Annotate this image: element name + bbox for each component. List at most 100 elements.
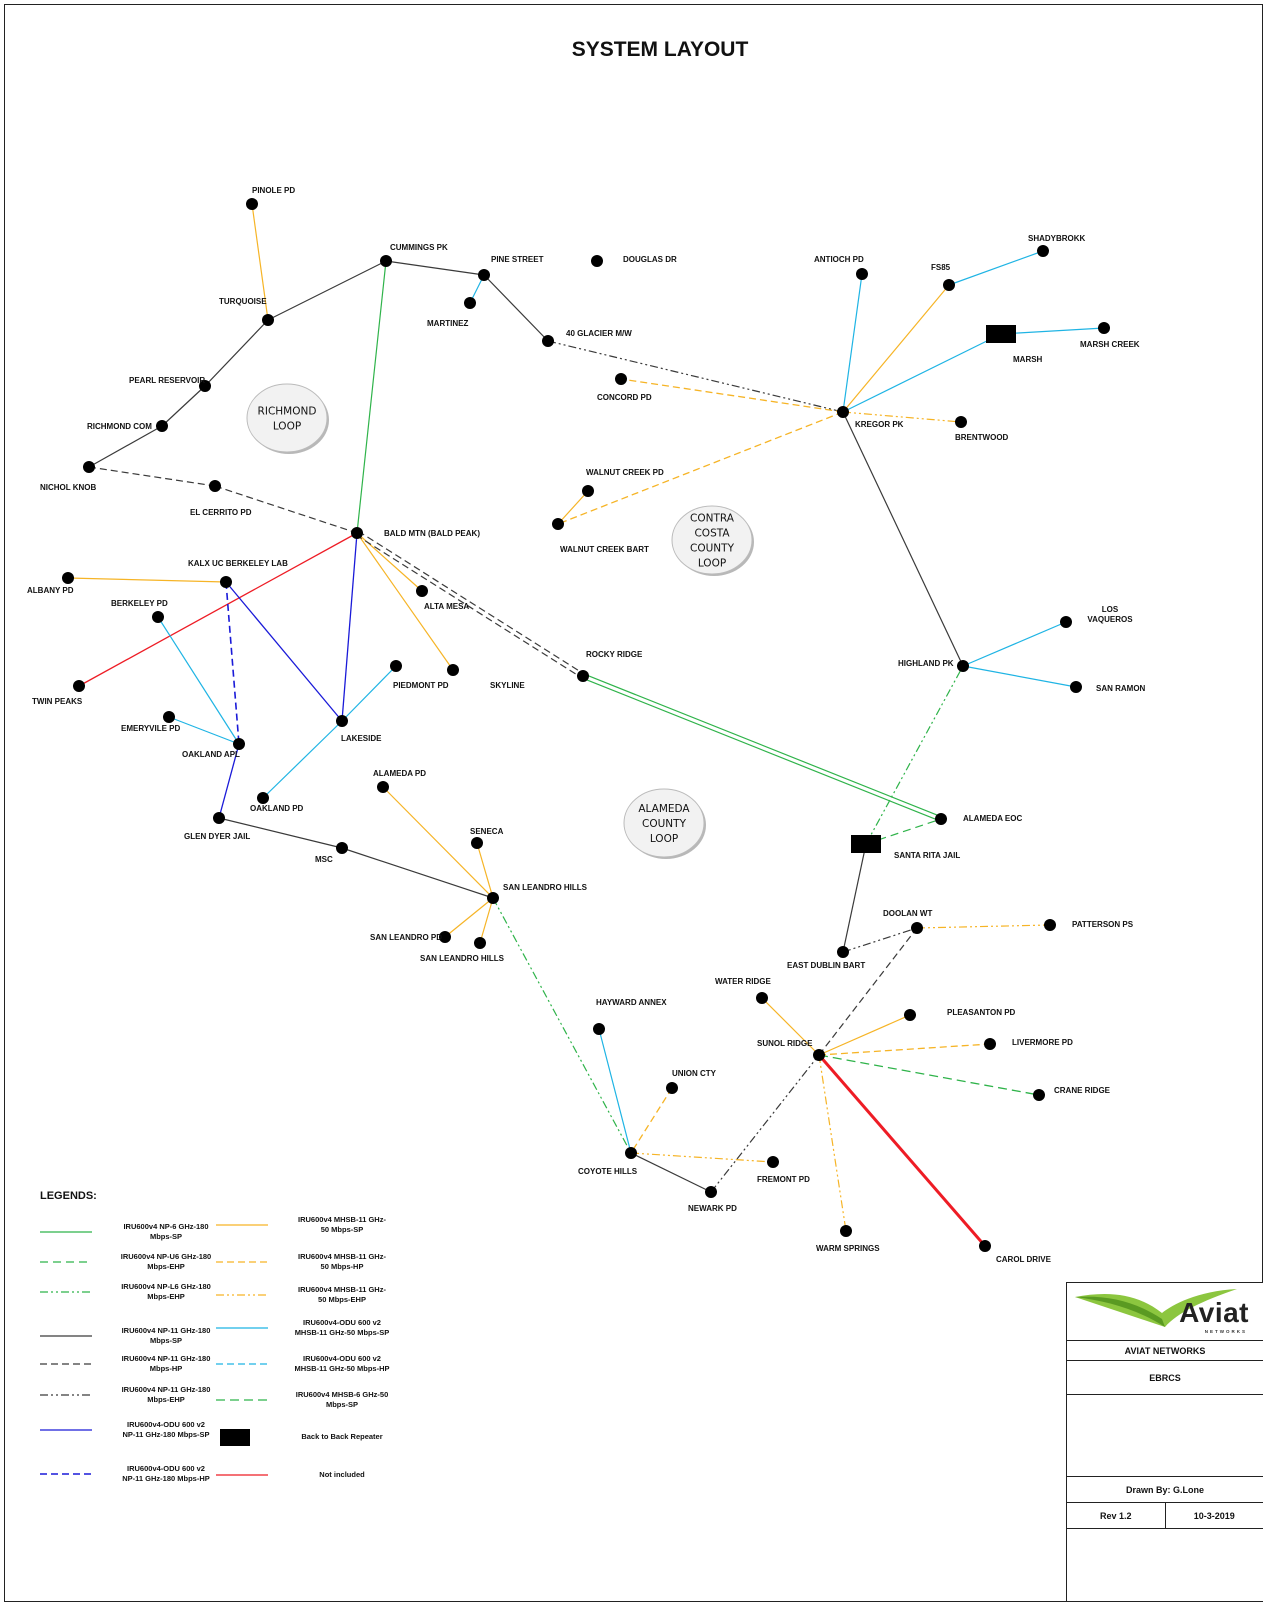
site-node-wcpd[interactable] xyxy=(582,485,594,497)
site-node-pearl[interactable] xyxy=(199,380,211,392)
link-slhills-slpd xyxy=(444,897,494,938)
site-node-craneridge[interactable] xyxy=(1033,1089,1045,1101)
site-node-lakeside[interactable] xyxy=(336,715,348,727)
link-fs85-shadybrokk xyxy=(948,250,1044,286)
site-node-kalx[interactable] xyxy=(220,576,232,588)
site-node-glacier[interactable] xyxy=(542,335,554,347)
site-node-marshcreek[interactable] xyxy=(1098,322,1110,334)
revision-cell: Rev 1.2 xyxy=(1099,1510,1132,1521)
legend-item-mhsb11_ehp: IRU600v4 MHSB-11 GHz-50 Mbps-EHP xyxy=(278,1281,406,1309)
site-node-oaklandapl[interactable] xyxy=(233,738,245,750)
legend-text: IRU600v4 MHSB-11 GHz-50 Mbps-SP xyxy=(298,1215,386,1234)
site-label-craneridge: CRANE RIDGE xyxy=(1054,1086,1111,1095)
site-node-patterson[interactable] xyxy=(1044,919,1056,931)
site-node-pinole[interactable] xyxy=(246,198,258,210)
site-label-slpd: SAN LEANDRO PD xyxy=(370,933,442,942)
site-node-slhills[interactable] xyxy=(487,892,499,904)
site-node-alamedapd[interactable] xyxy=(377,781,389,793)
site-label-antioch: ANTIOCH PD xyxy=(814,255,864,264)
site-node-altamesa[interactable] xyxy=(416,585,428,597)
site-node-msc[interactable] xyxy=(336,842,348,854)
site-node-fs85[interactable] xyxy=(943,279,955,291)
site-node-pine[interactable] xyxy=(478,269,490,281)
link-sunol-craneridge xyxy=(818,1054,1040,1096)
site-node-oaklandpd[interactable] xyxy=(257,792,269,804)
site-node-cummings[interactable] xyxy=(380,255,392,267)
site-node-caroldrive[interactable] xyxy=(979,1240,991,1252)
site-node-seneca[interactable] xyxy=(471,837,483,849)
site-label-highland: HIGHLAND PK xyxy=(898,659,954,668)
site-label-oaklandapl: OAKLAND APL xyxy=(182,750,240,759)
site-node-baldmtn[interactable] xyxy=(351,527,363,539)
site-node-martinez[interactable] xyxy=(464,297,476,309)
site-node-twinpeaks[interactable] xyxy=(73,680,85,692)
site-node-kregor[interactable] xyxy=(837,406,849,418)
site-node-skyline[interactable] xyxy=(447,664,459,676)
site-node-alamedaeoc[interactable] xyxy=(935,813,947,825)
site-node-antioch[interactable] xyxy=(856,268,868,280)
site-node-eastdublin[interactable] xyxy=(837,946,849,958)
site-node-brentwood[interactable] xyxy=(955,416,967,428)
site-node-shadybrokk[interactable] xyxy=(1037,245,1049,257)
site-node-douglas[interactable] xyxy=(591,255,603,267)
aviat-logo-icon xyxy=(1075,1289,1237,1327)
site-node-glendyer[interactable] xyxy=(213,812,225,824)
site-node-nichol[interactable] xyxy=(83,461,95,473)
site-node-doolan[interactable] xyxy=(911,922,923,934)
site-label-concord: CONCORD PD xyxy=(597,393,652,402)
loop-label-contra: CONTRA xyxy=(690,513,735,525)
site-node-losvaq[interactable] xyxy=(1060,616,1072,628)
link-coyote-newark xyxy=(630,1152,712,1193)
site-node-rockyridge[interactable] xyxy=(577,670,589,682)
site-node-concord[interactable] xyxy=(615,373,627,385)
site-node-emeryville[interactable] xyxy=(163,711,175,723)
link-highland-losvaq xyxy=(962,621,1067,667)
site-node-slhills2[interactable] xyxy=(474,937,486,949)
link-pinole-turquoise xyxy=(251,203,269,321)
legend-text: Not included xyxy=(319,1470,365,1479)
site-node-warmsprings[interactable] xyxy=(840,1225,852,1237)
legend-item-mhsb11_sp: IRU600v4 MHSB-11 GHz-50 Mbps-SP xyxy=(278,1211,406,1239)
site-node-elcerrito[interactable] xyxy=(209,480,221,492)
site-label-pleasanton: PLEASANTON PD xyxy=(947,1008,1016,1017)
site-label-unioncty: UNION CTY xyxy=(672,1069,717,1078)
site-node-wcbart[interactable] xyxy=(552,518,564,530)
link-eastdublin-doolan xyxy=(842,927,918,953)
loop-label-contra: COSTA xyxy=(694,528,730,540)
site-node-unioncty[interactable] xyxy=(666,1082,678,1094)
site-node-haywardannex[interactable] xyxy=(593,1023,605,1035)
site-node-pleasanton[interactable] xyxy=(904,1009,916,1021)
site-label-brentwood: BRENTWOOD xyxy=(955,433,1009,442)
site-node-sunol[interactable] xyxy=(813,1049,825,1061)
site-label-patterson: PATTERSON PS xyxy=(1072,920,1134,929)
site-label-santarita: SANTA RITA JAIL xyxy=(894,851,960,860)
link-kalx-lakeside xyxy=(225,581,343,722)
site-node-newark[interactable] xyxy=(705,1186,717,1198)
legend-text: IRU600v4 MHSB-11 GHz-50 Mbps-EHP xyxy=(298,1285,386,1304)
site-label-twinpeaks: TWIN PEAKS xyxy=(32,697,83,706)
site-node-sanramon[interactable] xyxy=(1070,681,1082,693)
site-node-waterridge[interactable] xyxy=(756,992,768,1004)
repeater-marsh[interactable] xyxy=(986,325,1016,343)
site-node-piedmont[interactable] xyxy=(390,660,402,672)
site-node-berkeley[interactable] xyxy=(152,611,164,623)
site-node-slpd[interactable] xyxy=(439,931,451,943)
site-node-turquoise[interactable] xyxy=(262,314,274,326)
site-node-albany[interactable] xyxy=(62,572,74,584)
site-node-richmondcom[interactable] xyxy=(156,420,168,432)
logo-subtext: NETWORKS xyxy=(1204,1329,1247,1334)
site-node-coyote[interactable] xyxy=(625,1147,637,1159)
site-label-elcerrito: EL CERRITO PD xyxy=(190,508,252,517)
site-node-highland[interactable] xyxy=(957,660,969,672)
repeater-santarita[interactable] xyxy=(851,835,881,853)
site-node-livermore[interactable] xyxy=(984,1038,996,1050)
site-node-fremont[interactable] xyxy=(767,1156,779,1168)
